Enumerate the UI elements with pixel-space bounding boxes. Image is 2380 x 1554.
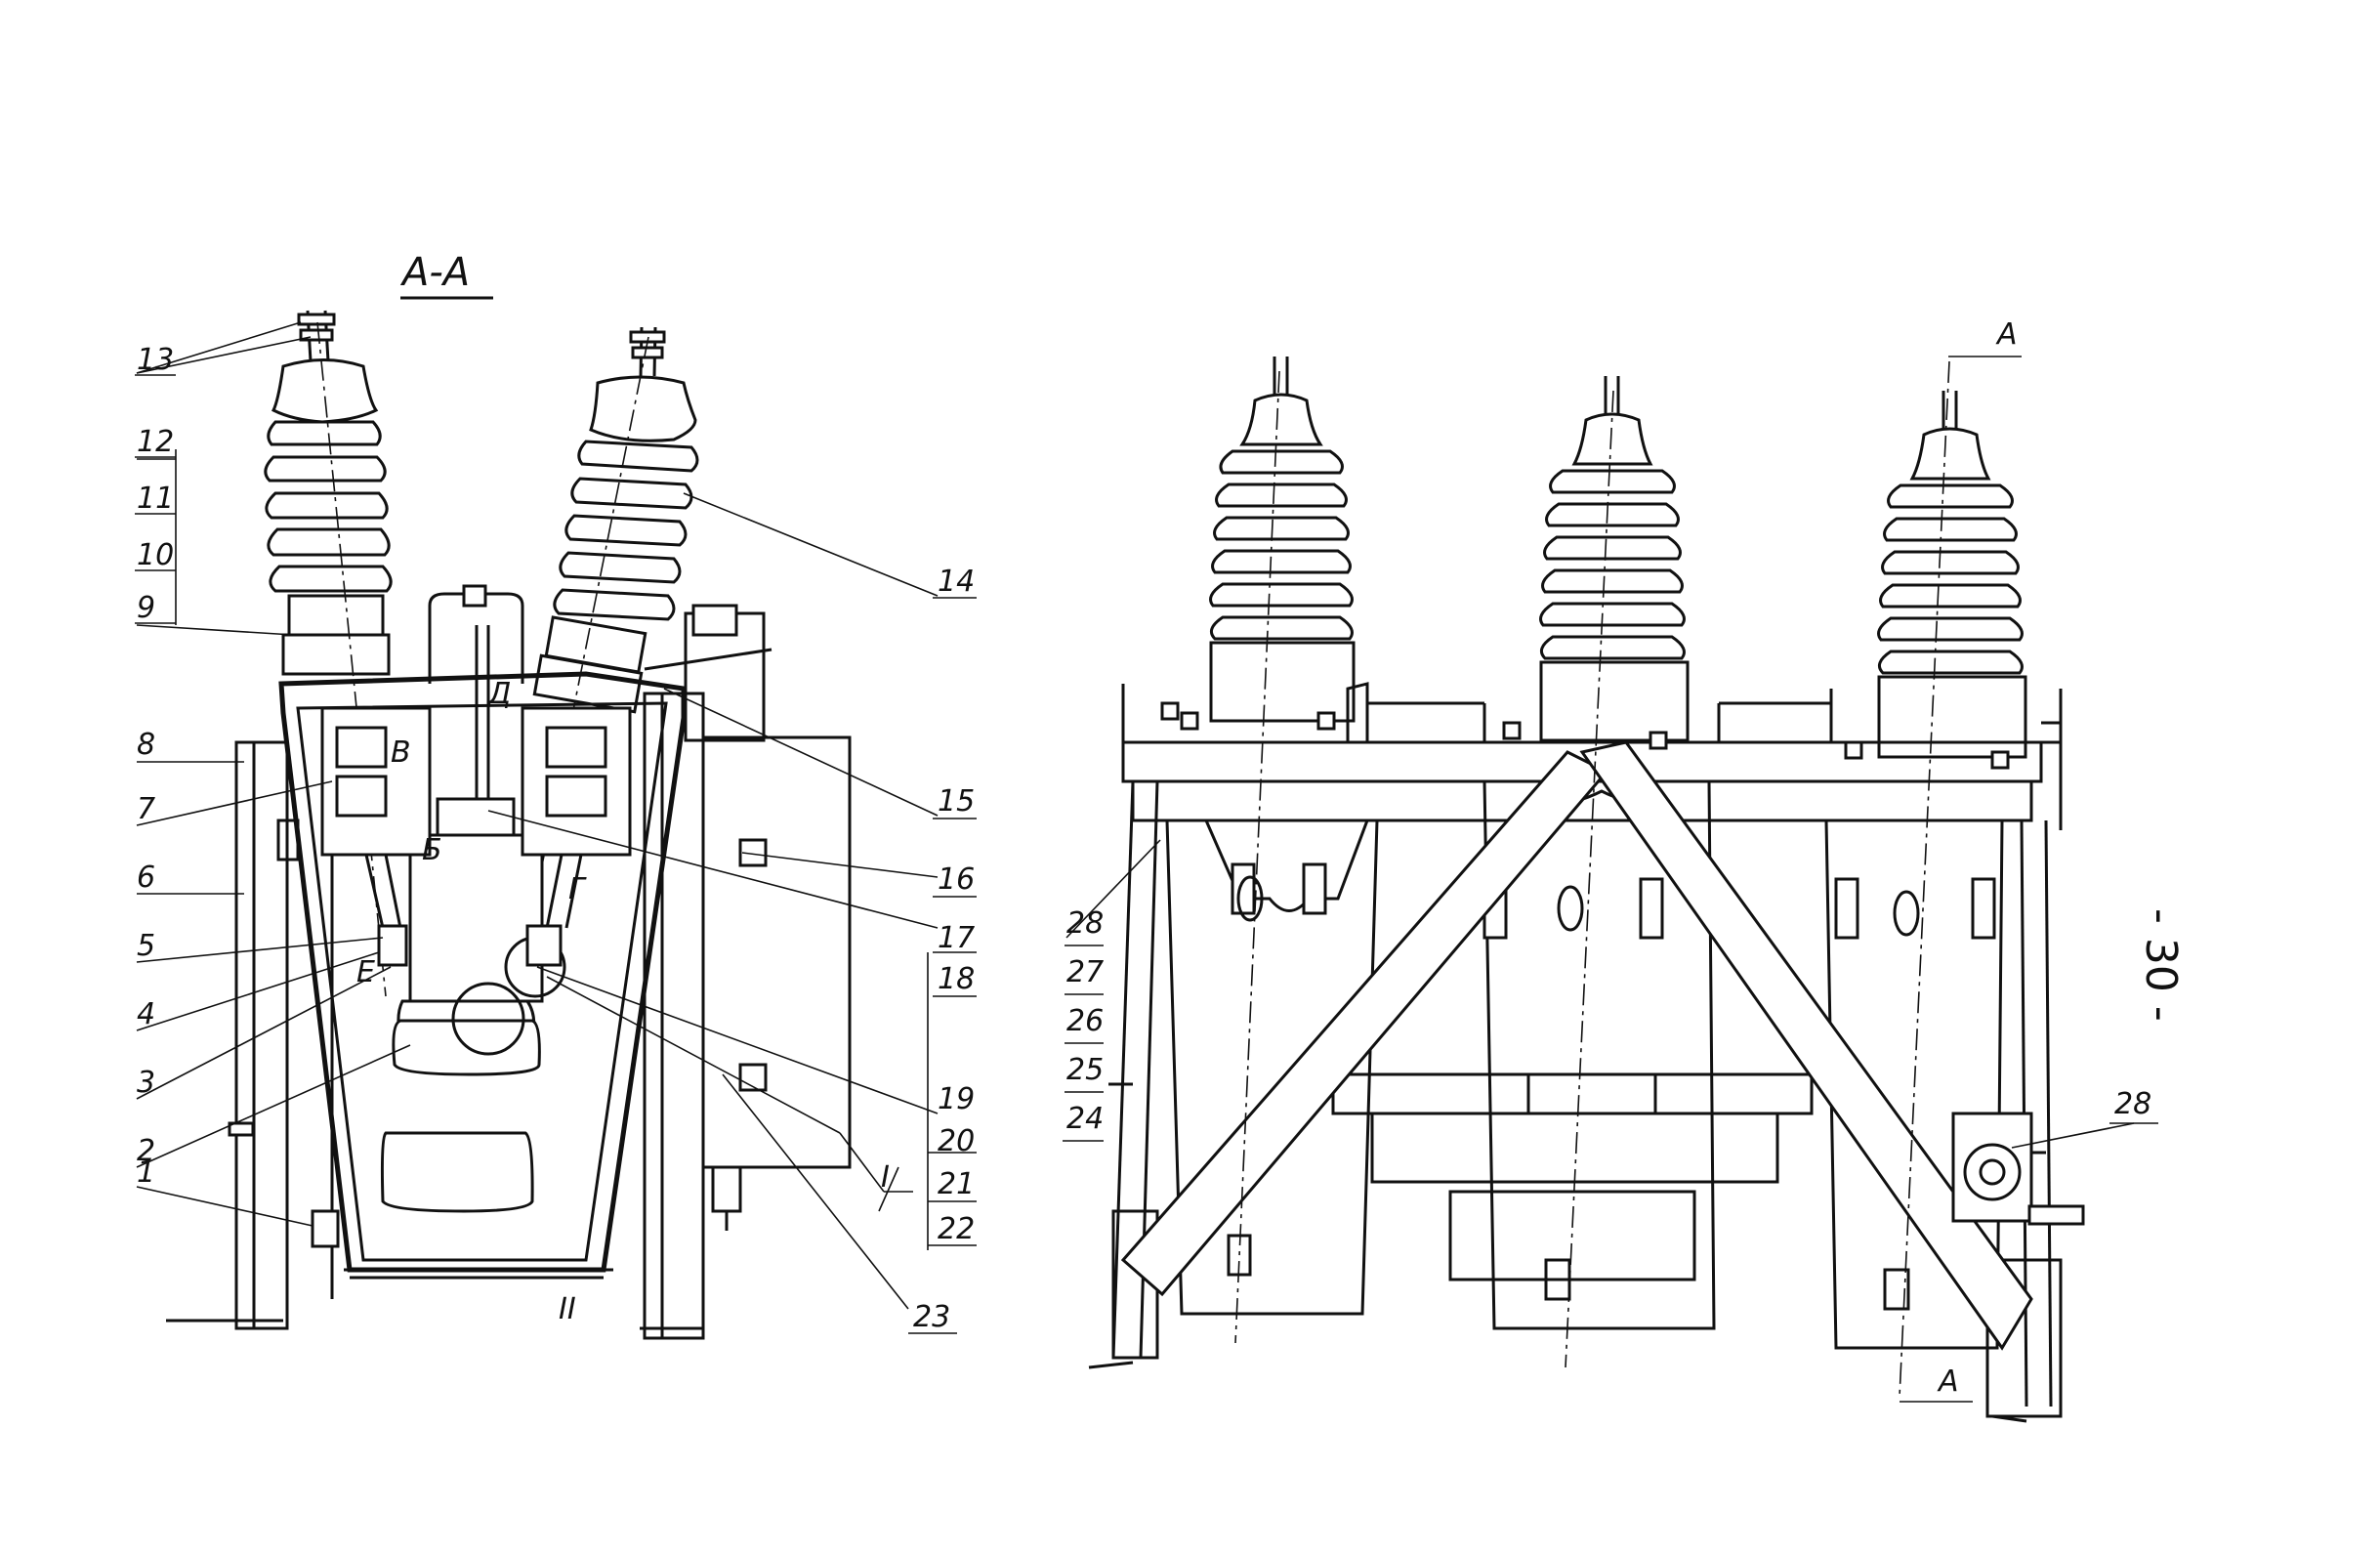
- marker-letter-b: Б: [422, 833, 442, 867]
- centre-lines: [1234, 356, 2022, 1403]
- section-title: А-А: [399, 250, 470, 295]
- callout-11: 11: [137, 482, 174, 516]
- marker-letter-e: Е: [356, 955, 375, 989]
- callout-4: 4: [137, 997, 155, 1031]
- bushing-insulator-right: [517, 326, 699, 987]
- interrupter-chamber-left: [320, 706, 432, 967]
- bushing-insulator-2: [1539, 376, 1690, 742]
- callout-underlines-right: [908, 597, 977, 1334]
- drive-mechanism: [1951, 1112, 2085, 1226]
- callout-15: 15: [938, 784, 975, 819]
- callout-3: 3: [137, 1066, 155, 1100]
- marker-roman-one: I: [881, 1160, 890, 1195]
- leaders-right: [487, 492, 977, 1310]
- callout-2: 2: [137, 1134, 155, 1168]
- marker-letter-g: Г: [568, 872, 587, 906]
- callout-21: 21: [938, 1167, 975, 1201]
- front-view: А А 28 27 26 25 24 28: [1063, 317, 2158, 1423]
- callout-28-drive: 28: [2114, 1087, 2151, 1121]
- bushing-insulator-left: [264, 310, 393, 997]
- frame-post-left: [166, 740, 340, 1330]
- callout-1: 1: [137, 1155, 155, 1190]
- callout-22: 22: [938, 1212, 975, 1246]
- oil-tank: [278, 584, 687, 1299]
- callout-16: 16: [938, 862, 975, 897]
- callout-28: 28: [1066, 906, 1104, 941]
- callout-12: 12: [137, 425, 174, 459]
- bushing-insulator-3: [1877, 391, 2027, 759]
- leaders-left: [136, 321, 411, 1227]
- callout-17: 17: [938, 921, 975, 955]
- callout-6: 6: [137, 861, 155, 895]
- callout-underlines-left: [135, 374, 176, 624]
- callout-25: 25: [1066, 1053, 1104, 1087]
- leaders-front: [1063, 839, 2158, 1149]
- callout-8: 8: [137, 728, 155, 762]
- bushing-insulator-1: [1209, 357, 1356, 723]
- section-view-a-a: А-А: [135, 250, 977, 1340]
- section-mark-bottom: А: [1937, 1365, 1959, 1399]
- frame-post-right: [640, 604, 852, 1340]
- marker-letter-d: Д: [486, 677, 511, 711]
- marker-letter-v: В: [391, 735, 411, 770]
- callout-26: 26: [1066, 1004, 1104, 1038]
- diagonal-braces: [1120, 740, 2033, 1351]
- page-number: - 30 -: [2136, 908, 2186, 1022]
- callout-23: 23: [913, 1300, 950, 1334]
- callout-5: 5: [137, 929, 155, 963]
- interrupter-chamber-right: [521, 706, 632, 967]
- callout-19: 19: [938, 1082, 975, 1116]
- phase-tank-3: [1824, 819, 2004, 1350]
- phase-tank-1: [1165, 819, 1379, 1316]
- callout-9: 9: [137, 591, 155, 625]
- section-mark-top: А: [1995, 317, 2018, 352]
- callout-7: 7: [137, 792, 155, 826]
- callout-10: 10: [137, 538, 174, 572]
- callout-13: 13: [137, 343, 174, 377]
- callout-18: 18: [938, 962, 975, 996]
- callout-24: 24: [1066, 1102, 1104, 1136]
- callout-27: 27: [1066, 955, 1104, 989]
- callout-14: 14: [938, 565, 975, 599]
- marker-roman-two: II: [559, 1292, 576, 1326]
- callout-20: 20: [938, 1124, 975, 1158]
